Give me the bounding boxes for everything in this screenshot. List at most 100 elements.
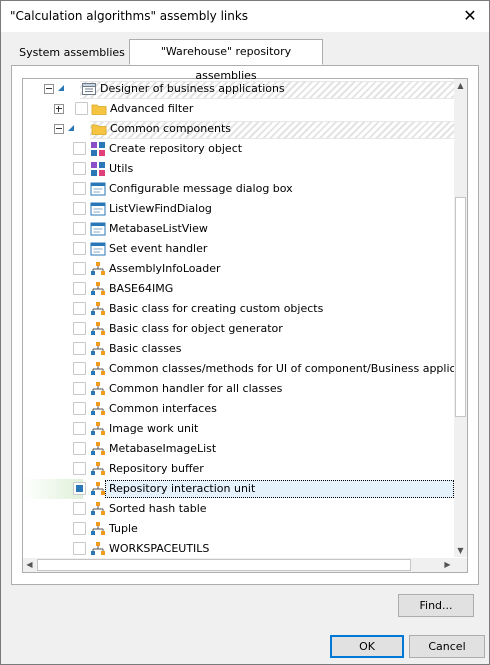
tree-node[interactable]: Create repository object: [23, 139, 454, 159]
node-checkbox[interactable]: [73, 162, 86, 175]
tree-node-label: MetabaseImageList: [109, 442, 217, 455]
tree-node[interactable]: AssemblyInfoLoader: [23, 259, 454, 279]
tree-node[interactable]: Common interfaces: [23, 399, 454, 419]
scroll-up-icon[interactable]: ▲: [457, 81, 464, 90]
scroll-down-icon[interactable]: ▼: [457, 546, 464, 555]
find-button[interactable]: Find...: [398, 594, 474, 617]
tree-node[interactable]: Common handler for all classes: [23, 379, 454, 399]
tree-node[interactable]: MetabaseListView: [23, 219, 454, 239]
tree-node[interactable]: MetabaseImageList: [23, 439, 454, 459]
vertical-scrollbar[interactable]: ▲ ▼: [454, 79, 467, 557]
tree-node[interactable]: Configurable message dialog box: [23, 179, 454, 199]
unit-icon: [90, 461, 106, 477]
tree-node-label: AssemblyInfoLoader: [109, 262, 221, 275]
tree-node-label: Repository buffer: [109, 462, 204, 475]
dialog-title: "Calculation algorithms" assembly links: [10, 9, 249, 23]
unit-icon: [90, 361, 106, 377]
tree-node-label: MetabaseListView: [109, 222, 208, 235]
tree-node[interactable]: ListViewFindDialog: [23, 199, 454, 219]
node-checkbox[interactable]: [73, 222, 86, 235]
vertical-scroll-thumb[interactable]: [455, 197, 466, 417]
node-checkbox[interactable]: [73, 522, 86, 535]
scroll-left-icon[interactable]: ◀: [26, 560, 33, 569]
folder-icon: [91, 121, 107, 137]
unit-icon: [90, 261, 106, 277]
tree-node[interactable]: Repository buffer: [23, 459, 454, 479]
node-checkbox[interactable]: [73, 302, 86, 315]
node-checkbox[interactable]: [73, 542, 86, 555]
node-checkbox[interactable]: [73, 262, 86, 275]
tree-node[interactable]: Common components: [23, 119, 454, 139]
unit-icon: [90, 541, 106, 557]
tree-node-label: ListViewFindDialog: [109, 202, 212, 215]
form-icon: [90, 201, 106, 217]
tree-node[interactable]: WORKSPACEUTILS: [23, 539, 454, 557]
tree-node-label: Repository interaction unit: [109, 482, 256, 495]
node-checkbox[interactable]: [75, 102, 88, 115]
tree-node[interactable]: Repository interaction unit: [23, 479, 454, 499]
node-checkbox[interactable]: [73, 182, 86, 195]
expanded-triangle-icon: [58, 85, 64, 91]
form-icon: [90, 221, 106, 237]
tree-node-label: Basic classes: [109, 342, 182, 355]
tree-node[interactable]: Basic class for creating custom objects: [23, 299, 454, 319]
selection-box: [105, 480, 454, 498]
folder-icon: [91, 101, 107, 117]
node-checkbox[interactable]: [73, 242, 86, 255]
tree-node-label: Common components: [110, 122, 231, 135]
cancel-button[interactable]: Cancel: [409, 635, 485, 658]
unit-icon: [90, 501, 106, 517]
tree-node[interactable]: Utils: [23, 159, 454, 179]
node-checkbox[interactable]: [73, 142, 86, 155]
node-checkbox[interactable]: [73, 422, 86, 435]
tab-warehouse-repository-assemblies[interactable]: "Warehouse" repository assemblies: [129, 39, 323, 82]
form-icon: [90, 181, 106, 197]
tree-node[interactable]: Advanced filter: [23, 99, 454, 119]
blocks-icon: [90, 141, 106, 157]
collapse-icon[interactable]: [44, 84, 54, 94]
tree-node[interactable]: Basic classes: [23, 339, 454, 359]
node-checkbox[interactable]: [73, 402, 86, 415]
unit-icon: [90, 421, 106, 437]
node-checkbox[interactable]: [73, 462, 86, 475]
node-checkbox[interactable]: [73, 442, 86, 455]
node-checkbox[interactable]: [73, 322, 86, 335]
tree-node-label: Common handler for all classes: [109, 382, 283, 395]
scrollbar-corner: [454, 558, 467, 572]
tab-system-assemblies[interactable]: System assemblies: [14, 41, 130, 65]
node-checkbox[interactable]: [73, 342, 86, 355]
tree-node-label: Basic class for object generator: [109, 322, 283, 335]
tree-node[interactable]: Common classes/methods for UI of compone…: [23, 359, 454, 379]
node-checkbox[interactable]: [73, 382, 86, 395]
horizontal-scroll-thumb[interactable]: [37, 559, 411, 571]
tree-node[interactable]: BASE64IMG: [23, 279, 454, 299]
tree-node[interactable]: Designer of business applications: [23, 79, 454, 99]
unit-icon: [90, 381, 106, 397]
unit-icon: [90, 341, 106, 357]
ok-button[interactable]: OK: [330, 635, 404, 658]
node-checkbox[interactable]: [73, 482, 86, 495]
node-checkbox[interactable]: [73, 202, 86, 215]
tree-node[interactable]: Basic class for object generator: [23, 319, 454, 339]
scroll-right-icon[interactable]: ▶: [444, 560, 451, 569]
tree-node-label: Common interfaces: [109, 402, 217, 415]
node-checkbox[interactable]: [73, 282, 86, 295]
unit-icon: [90, 441, 106, 457]
tree-node[interactable]: Image work unit: [23, 419, 454, 439]
tree-node[interactable]: Set event handler: [23, 239, 454, 259]
tree-node-label: WORKSPACEUTILS: [109, 542, 210, 555]
collapse-icon[interactable]: [54, 124, 64, 134]
tree-node-label: Create repository object: [109, 142, 243, 155]
node-checkbox[interactable]: [73, 362, 86, 375]
horizontal-scrollbar[interactable]: ◀ ▶: [23, 558, 454, 572]
tree-node-label: Set event handler: [109, 242, 208, 255]
tree-node[interactable]: Sorted hash table: [23, 499, 454, 519]
tree-node[interactable]: Tuple: [23, 519, 454, 539]
blocks-icon: [90, 161, 106, 177]
close-icon[interactable]: ✕: [463, 6, 477, 25]
expand-icon[interactable]: [54, 104, 64, 114]
node-checkbox[interactable]: [73, 502, 86, 515]
